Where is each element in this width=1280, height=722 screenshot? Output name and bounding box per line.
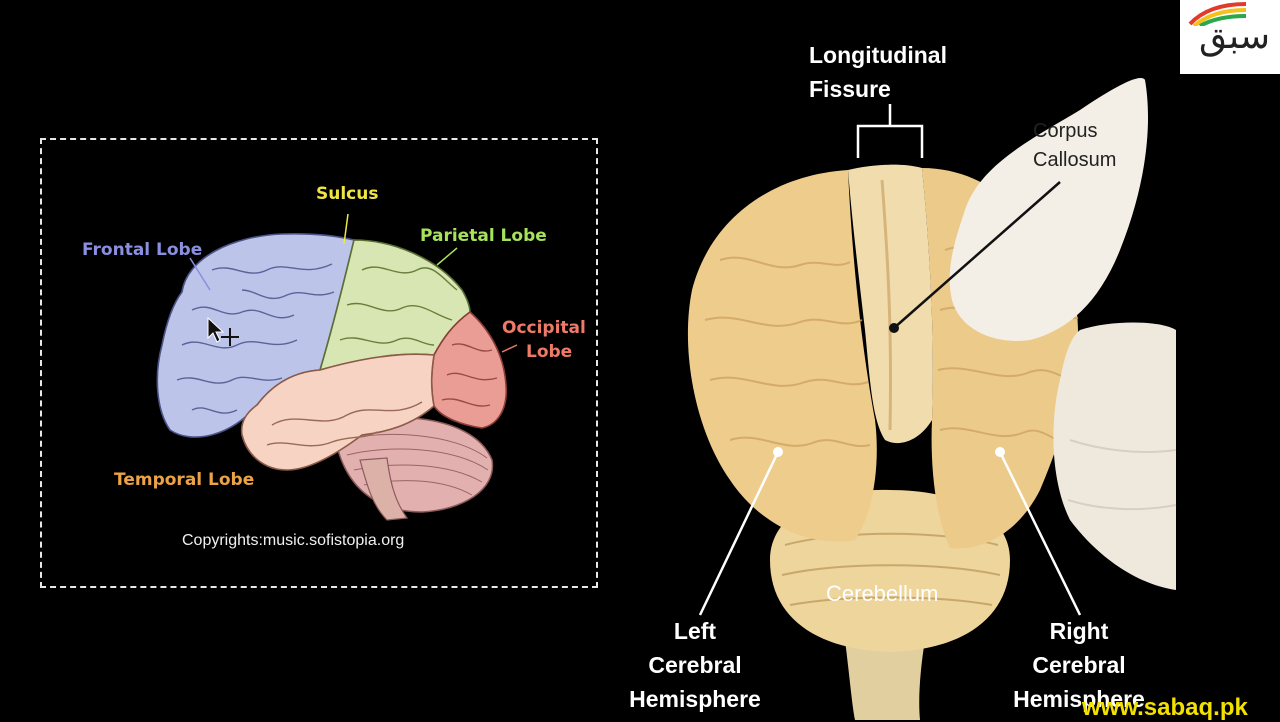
corpus-callosum-pointer <box>893 181 1061 329</box>
temporal-lobe-label: Temporal Lobe <box>114 470 255 490</box>
left-hemisphere-label-line2: Cerebral <box>648 652 742 678</box>
left-hemisphere-label-line1: Left <box>673 618 717 644</box>
cursor-icon <box>207 316 239 346</box>
brain-diagram-panel: Sulcus Frontal Lobe Parietal Lobe Occipi… <box>40 138 598 588</box>
fissure-bracket <box>856 104 924 158</box>
website-url[interactable]: www.sabaq.pk <box>1082 694 1248 721</box>
logo-text: سبق <box>1198 16 1270 57</box>
photo-glove-thumb <box>949 78 1149 341</box>
brainstem-shape <box>359 457 409 521</box>
longitudinal-fissure-label-line1: Longitudinal <box>809 42 947 68</box>
temporal-lobe-shape <box>240 353 435 471</box>
logo-stripes-icon <box>1188 2 1247 26</box>
left-hemisphere-label-line3: Hemisphere <box>629 686 761 712</box>
sulcus-pointer <box>343 213 349 245</box>
occipital-pointer <box>501 344 518 353</box>
longitudinal-fissure-label-line2: Fissure <box>809 76 891 102</box>
corpus-callosum-label-line1: Corpus <box>1033 120 1098 142</box>
parietal-pointer <box>436 247 458 266</box>
brain-lobes-illustration <box>156 213 518 521</box>
frontal-lobe-label: Frontal Lobe <box>82 240 203 260</box>
right-hemisphere-pointer <box>998 451 1082 616</box>
occipital-lobe-label-line2: Lobe <box>526 342 573 362</box>
brain-photo-illustration <box>687 78 1177 720</box>
left-hemisphere-pointer <box>698 451 780 616</box>
right-hemisphere-label-line2: Cerebral <box>1032 652 1126 678</box>
photo-glove-fingers <box>1053 322 1176 590</box>
frontal-pointer <box>189 257 211 291</box>
sabaq-logo: سبق <box>1180 0 1280 74</box>
right-hemisphere-label-line3: Hemisphere <box>1013 686 1145 712</box>
right-hemisphere-label-line1: Right <box>1049 618 1109 644</box>
photo-brainstem <box>845 640 925 720</box>
sulcus-label: Sulcus <box>316 184 379 204</box>
copyright-text: Copyrights:music.sofistopia.org <box>182 532 405 549</box>
photo-left-hemisphere <box>687 170 877 542</box>
parietal-lobe-label: Parietal Lobe <box>420 226 547 246</box>
cerebellum-label: Cerebellum <box>826 581 939 606</box>
occipital-lobe-label-line1: Occipital <box>502 318 586 338</box>
corpus-callosum-label-line2: Callosum <box>1033 149 1117 171</box>
